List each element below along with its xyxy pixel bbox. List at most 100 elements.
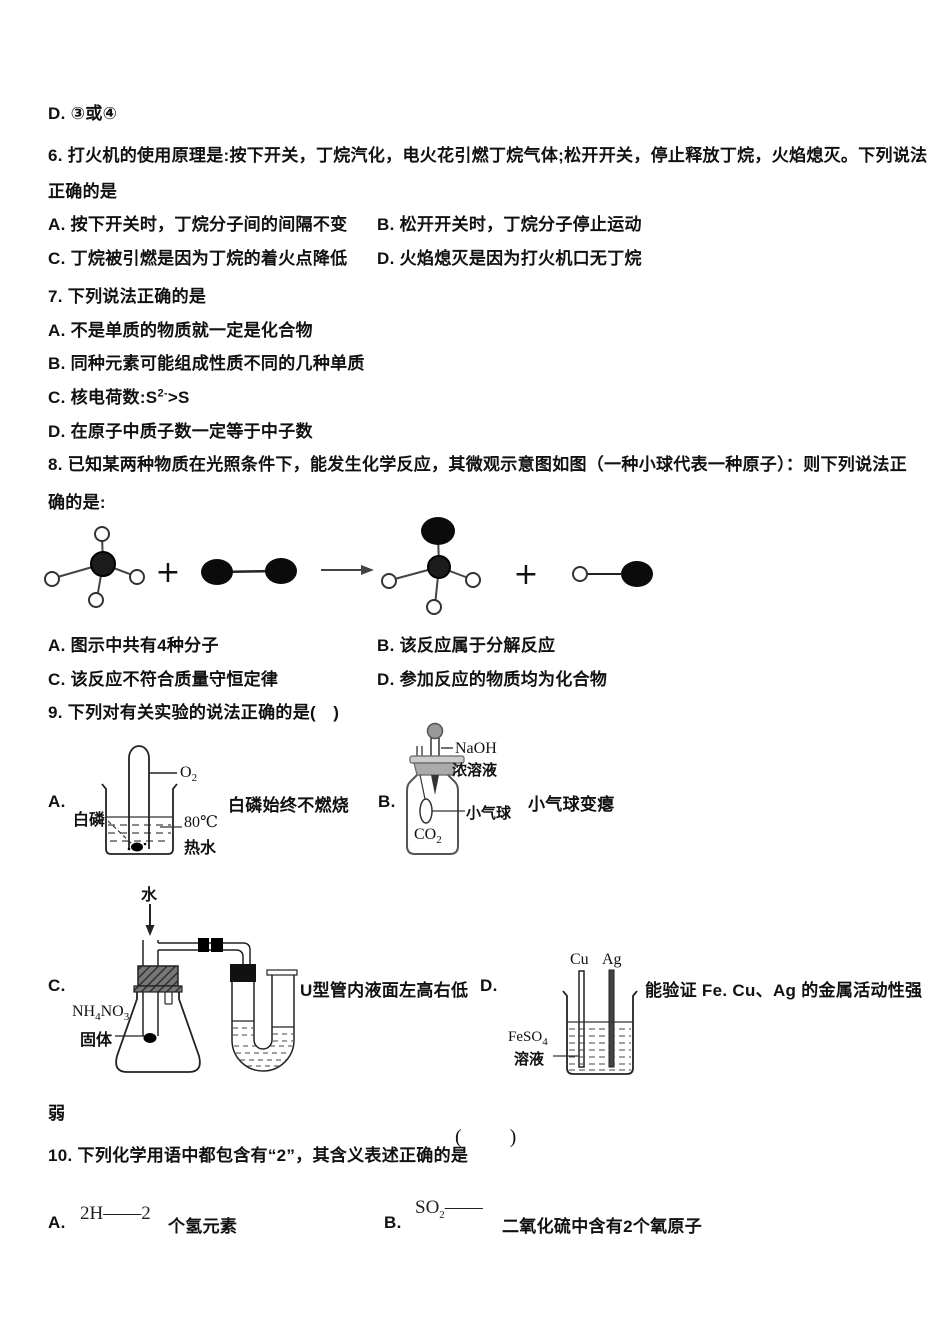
small-atom	[44, 571, 60, 587]
q6-option-a: A. 按下开关时，丁烷分子间的间隔不变	[48, 215, 348, 234]
plus-sign: +	[513, 557, 538, 592]
balloon-neck	[419, 774, 426, 800]
q9-option-d-caption-continued: 弱	[48, 1104, 66, 1123]
plus-sign: +	[155, 555, 180, 590]
delivery-tube-bend	[242, 942, 251, 965]
gas-bottle	[406, 774, 459, 855]
q8-reaction-diagram: + +	[44, 517, 653, 615]
q6-option-c: C. 丁烷被引燃是因为丁烷的着火点降低	[48, 249, 348, 268]
delivery-tube-bend	[235, 949, 244, 965]
methane-like-molecule	[44, 526, 145, 608]
prev-option-d: D. ③或④	[48, 104, 118, 123]
q7-c-superscript: 2-	[157, 387, 168, 400]
temp-label: 80℃	[184, 814, 218, 831]
u-tube-outer	[231, 975, 295, 1072]
conc-solution-label: 浓溶液	[452, 762, 498, 779]
beaker	[101, 783, 178, 855]
small-atom	[465, 572, 481, 588]
phosphorus-pointer-line	[107, 820, 133, 845]
small-balloon	[419, 798, 433, 824]
flask-stopper-flange	[133, 985, 183, 993]
ag-strip	[608, 969, 615, 1068]
naoh-label: NaOH	[455, 740, 497, 757]
large-atom	[265, 558, 297, 584]
q7-option-a: A. 不是单质的物质就一定是化合物	[48, 321, 313, 340]
q8-option-a: A. 图示中共有4种分子	[48, 636, 219, 655]
cu-strip	[578, 970, 585, 1068]
balloon-label: 小气球	[466, 805, 512, 822]
speck	[143, 842, 147, 846]
hydride-molecule	[572, 561, 653, 587]
q9-option-b-letter: B.	[378, 792, 396, 811]
q10-option-a-text: 个氢元素	[168, 1217, 238, 1236]
speck	[127, 847, 131, 851]
q9b-apparatus-diagram	[406, 722, 465, 855]
u-tube-rim	[266, 969, 298, 976]
q6-stem-line2: 正确的是	[48, 182, 118, 201]
dropper-bulb	[426, 722, 444, 740]
q9c-apparatus-diagram	[115, 904, 298, 1073]
small-atom	[94, 526, 110, 542]
product-molecule	[381, 517, 481, 615]
q9-option-b-caption: 小气球变瘪	[528, 795, 615, 814]
u-tube-stopper	[230, 964, 256, 982]
flask-stopper	[137, 965, 179, 987]
diatomic-molecule	[201, 558, 297, 585]
q9-option-a-caption: 白磷始终不燃烧	[228, 796, 350, 815]
q6-stem-line1: 6. 打火机的使用原理是:按下开关，丁烷汽化，电火花引燃丁烷气体;松开开关，停止…	[48, 146, 928, 165]
q7-stem: 7. 下列说法正确的是	[48, 287, 207, 306]
q6-option-d: D. 火焰熄灭是因为打火机口无丁烷	[377, 249, 642, 268]
q8-stem-line2: 确的是:	[48, 493, 106, 512]
solution-dashes	[569, 1028, 631, 1071]
water-arrow	[145, 904, 155, 936]
dropper-tip	[431, 775, 439, 795]
nh4no3-solid-lump	[143, 1033, 157, 1043]
q9-stem: 9. 下列对有关实验的说法正确的是( )	[48, 703, 340, 722]
erlenmeyer-flask	[115, 992, 201, 1073]
small-atom	[381, 573, 397, 589]
u-tube-liquid-dashes	[233, 1027, 293, 1067]
large-atom	[621, 561, 653, 587]
large-atom	[201, 559, 233, 585]
q9d-apparatus-diagram	[553, 969, 638, 1075]
q10-answer-bracket: ( )	[455, 1126, 531, 1148]
ag-label: Ag	[602, 951, 622, 968]
small-atom	[572, 566, 588, 582]
q7-option-b: B. 同种元素可能组成性质不同的几种单质	[48, 354, 365, 373]
q10-option-b-letter: B.	[384, 1213, 402, 1232]
rubber-connector	[211, 938, 223, 952]
q9-option-a-letter: A.	[48, 792, 66, 811]
white-phosphorus-label: 白磷	[73, 812, 106, 829]
small-atom	[88, 592, 104, 608]
water-label: 水	[141, 887, 158, 904]
central-atom	[427, 555, 451, 579]
rubber-connector	[198, 938, 209, 952]
stopper-body	[413, 762, 457, 776]
q9a-apparatus-diagram	[101, 745, 182, 855]
reaction-arrow	[321, 565, 374, 575]
solution-label: 溶液	[514, 1051, 545, 1068]
q10-option-b-formula: SO2——	[415, 1197, 483, 1221]
small-atom	[129, 569, 145, 585]
q7-option-d: D. 在原子中质子数一定等于中子数	[48, 422, 313, 441]
q10-stem: 10. 下列化学用语中都包含有“2”，其含义表述正确的是	[48, 1146, 469, 1165]
q9-option-d-caption: 能验证 Fe. Cu、Ag 的金属活动性强	[645, 981, 923, 1000]
q10-option-a-formula: 2H——2	[80, 1203, 151, 1224]
q9-option-c-caption: U型管内液面左高右低	[300, 981, 469, 1000]
q8-option-b: B. 该反应属于分解反应	[377, 636, 556, 655]
white-phosphorus-lump	[131, 842, 143, 852]
beaker	[562, 990, 638, 1075]
central-atom	[90, 551, 116, 577]
feso4-label: FeSO4	[508, 1029, 548, 1048]
q10-option-b-text: 二氧化硫中含有2个氧原子	[502, 1217, 703, 1236]
co2-label: CO2	[414, 826, 442, 847]
cu-label: Cu	[570, 951, 589, 968]
large-atom	[421, 517, 455, 545]
o2-label: O2	[180, 764, 198, 785]
hot-water-label: 热水	[184, 840, 217, 857]
inverted-test-tube	[128, 745, 150, 849]
q9-option-c-letter: C.	[48, 976, 66, 995]
q6-option-b: B. 松开开关时，丁烷分子停止运动	[377, 215, 642, 234]
nh4no3-label: NH4NO3	[72, 1003, 130, 1024]
